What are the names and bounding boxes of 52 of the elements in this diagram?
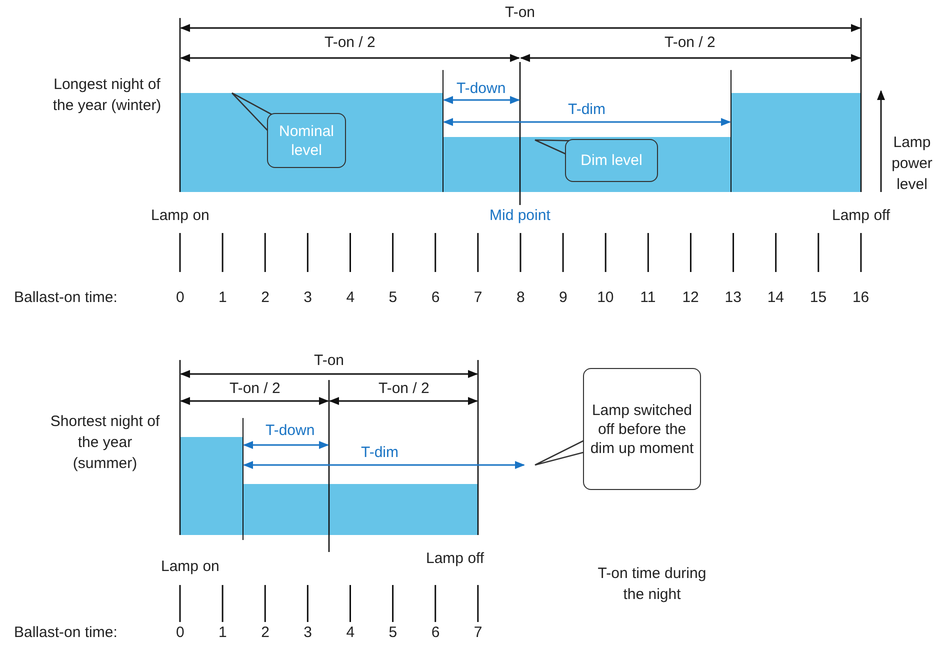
label: 2 <box>261 289 270 307</box>
label: 1 <box>218 289 227 307</box>
label: Mid point <box>490 207 550 225</box>
label: T-dim <box>568 101 606 119</box>
label: T-down <box>456 80 506 98</box>
callout-box <box>565 139 658 182</box>
label: T-on / 2 <box>664 34 716 52</box>
label: T-dim <box>361 444 398 462</box>
label: 5 <box>388 624 398 642</box>
label: 9 <box>559 289 568 307</box>
label: Ballast-on time: <box>14 289 118 307</box>
label: 4 <box>346 624 355 642</box>
label: 8 <box>516 289 525 307</box>
label: 6 <box>431 624 440 642</box>
label: 5 <box>388 289 398 307</box>
label: Lamp on <box>151 207 210 225</box>
label: 14 <box>767 289 784 307</box>
label: 7 <box>474 624 482 642</box>
callout-text: Nominal level <box>278 122 336 160</box>
label: T-on <box>505 4 536 22</box>
label: 0 <box>176 289 184 307</box>
label: Lamp on <box>161 558 220 576</box>
callout-text: Lamp switched off before the dim up moment <box>589 400 695 458</box>
label: 12 <box>682 289 699 307</box>
label: 15 <box>810 289 827 307</box>
label: Shortest night of the year (summer) <box>49 412 161 474</box>
label: 0 <box>176 624 184 642</box>
label: 7 <box>474 289 482 307</box>
callout-text: Dim level <box>580 151 642 170</box>
label: 11 <box>640 289 656 307</box>
label: T-down <box>266 422 315 440</box>
callout-box <box>267 113 346 168</box>
label: 3 <box>304 289 312 307</box>
label: 3 <box>304 624 312 642</box>
label: 10 <box>597 289 614 307</box>
label: 4 <box>346 289 355 307</box>
label: 16 <box>852 289 870 307</box>
label: T-on / 2 <box>378 380 430 398</box>
label: T-on <box>314 352 344 370</box>
label: 13 <box>724 289 742 307</box>
label: Longest night of the year (winter) <box>52 75 162 116</box>
label: 1 <box>218 624 227 642</box>
label: Lamp power level <box>890 133 934 195</box>
callout-box <box>583 368 701 490</box>
label: Lamp off <box>426 550 484 568</box>
label: T-on time during the night <box>597 564 707 605</box>
label: Lamp off <box>832 207 890 225</box>
label: Ballast-on time: <box>14 624 118 642</box>
label: T-on / 2 <box>230 380 280 398</box>
label: 6 <box>431 289 440 307</box>
label: 2 <box>261 624 270 642</box>
label: T-on / 2 <box>324 34 376 52</box>
